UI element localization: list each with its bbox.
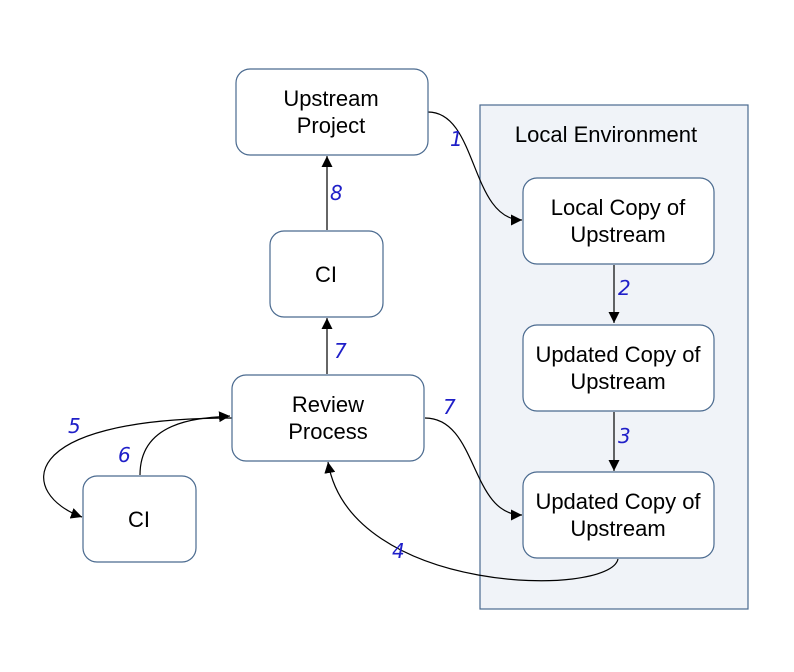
edge-label-5: 5 bbox=[68, 414, 81, 438]
node-local-copy-line-1: Local Copy of bbox=[551, 195, 686, 220]
edge-label-1: 1 bbox=[450, 127, 463, 151]
node-updated-copy-1-line-1: Updated Copy of bbox=[535, 342, 701, 367]
edge-label-7-right: 7 bbox=[443, 395, 456, 419]
edge-review-to-ci-left bbox=[43, 417, 233, 519]
node-updated-copy-of-upstream-1: Updated Copy of Upstream bbox=[522, 324, 715, 412]
node-ci-left-label: CI bbox=[128, 507, 150, 532]
edge-label-7-up: 7 bbox=[334, 339, 347, 363]
node-updated-copy-2-line-1: Updated Copy of bbox=[535, 489, 701, 514]
node-updated-copy-1-line-2: Upstream bbox=[570, 369, 665, 394]
node-review-process-line-2: Process bbox=[288, 419, 367, 444]
node-review-process: Review Process bbox=[231, 374, 425, 462]
node-updated-copy-of-upstream-2: Updated Copy of Upstream bbox=[522, 471, 715, 559]
edge-upstream-to-local-copy bbox=[427, 111, 523, 226]
node-upstream-project: Upstream Project bbox=[235, 68, 429, 156]
node-local-copy-of-upstream: Local Copy of Upstream bbox=[522, 177, 715, 265]
edge-label-3: 3 bbox=[618, 424, 631, 448]
node-ci-left: CI bbox=[82, 475, 197, 563]
edge-label-4: 4 bbox=[392, 539, 405, 563]
node-local-copy-line-2: Upstream bbox=[570, 222, 665, 247]
edge-review-to-updated-copy-2 bbox=[424, 417, 523, 521]
node-upstream-project-line-2: Project bbox=[297, 113, 365, 138]
edge-ci-left-to-review bbox=[139, 411, 231, 476]
local-environment-label: Local Environment bbox=[515, 122, 697, 147]
edge-label-6: 6 bbox=[118, 443, 131, 467]
edge-updated-copy-2-to-review bbox=[324, 461, 619, 582]
node-ci-top: CI bbox=[269, 230, 384, 318]
edge-label-8: 8 bbox=[330, 181, 343, 205]
node-ci-top-label: CI bbox=[315, 262, 337, 287]
node-review-process-line-1: Review bbox=[292, 392, 364, 417]
edge-label-2: 2 bbox=[618, 276, 631, 300]
node-updated-copy-2-line-2: Upstream bbox=[570, 516, 665, 541]
node-upstream-project-line-1: Upstream bbox=[283, 86, 378, 111]
